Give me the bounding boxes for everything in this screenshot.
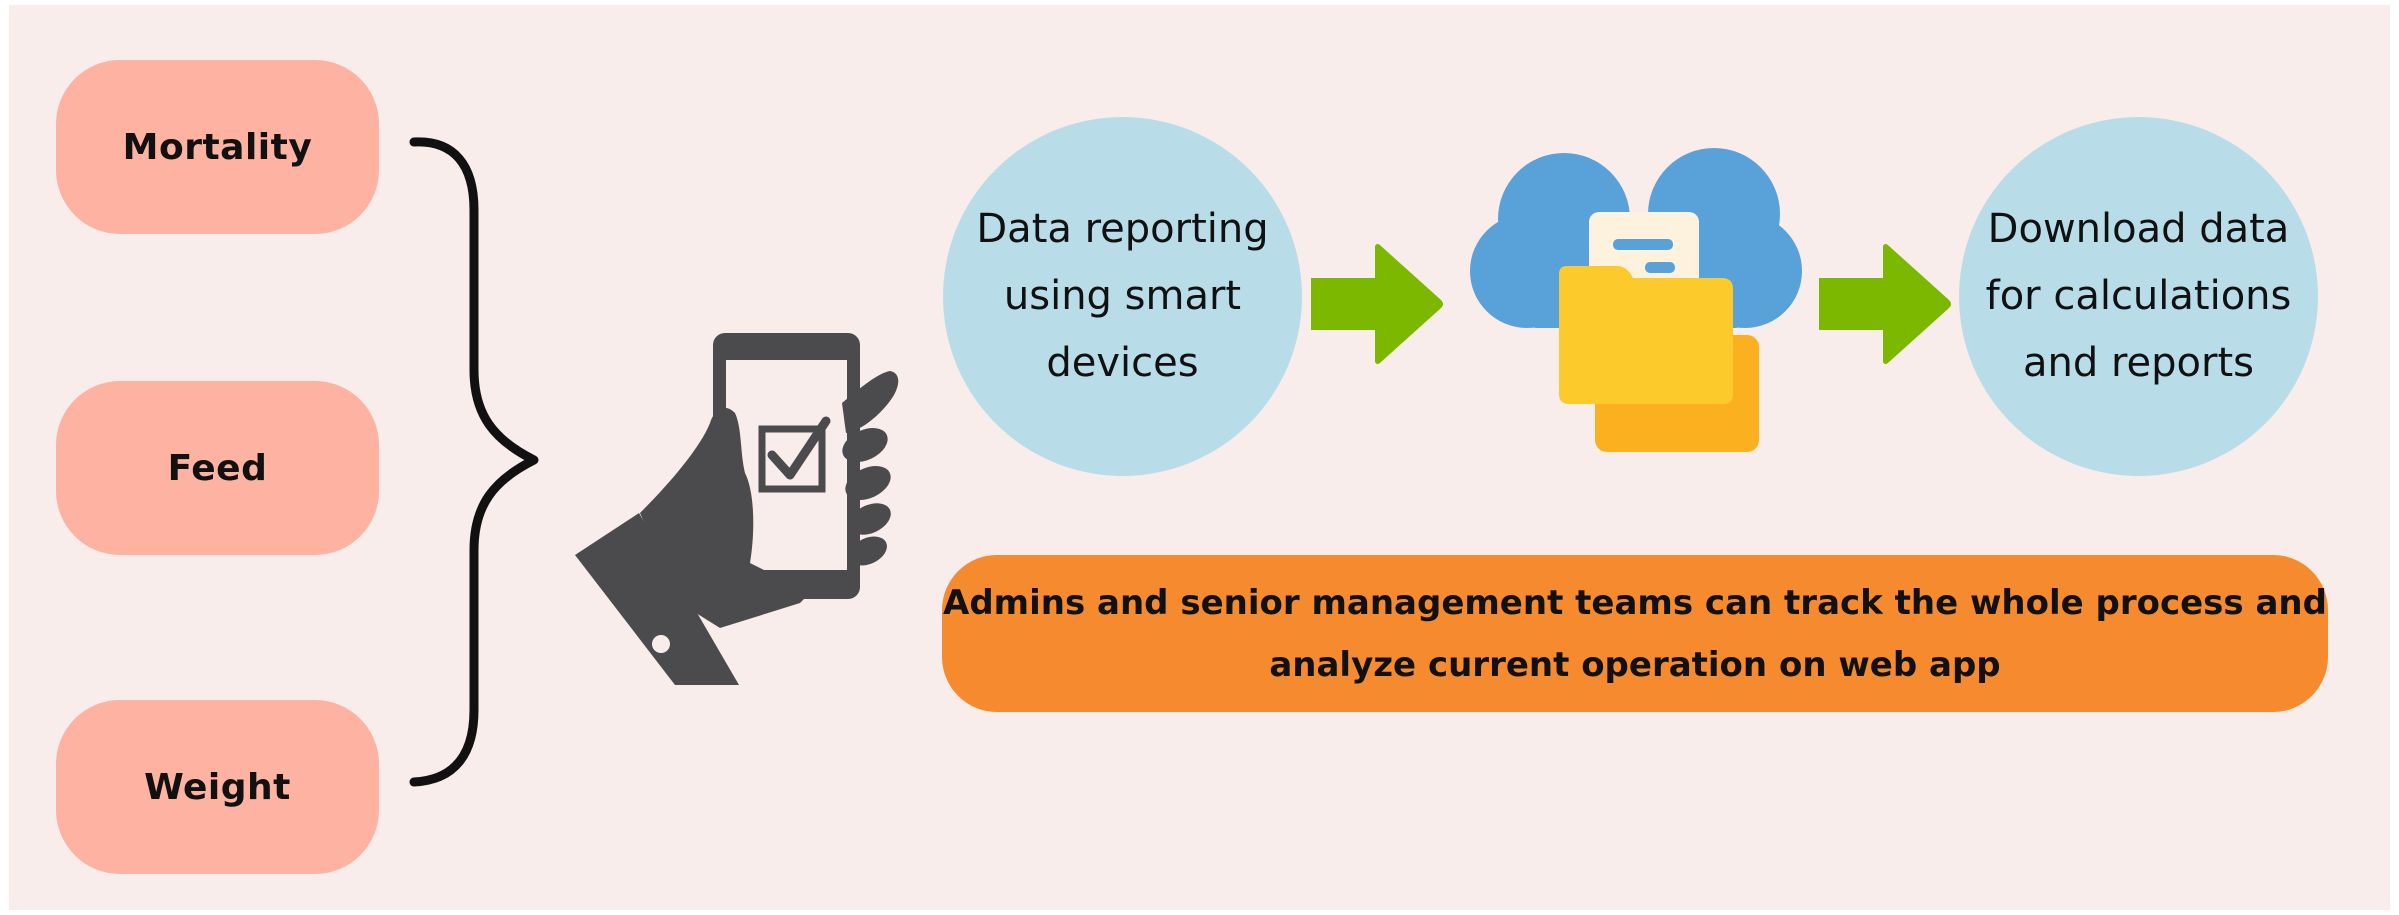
cloud-folder-document-icon	[1470, 148, 1802, 452]
input-pill-label: Mortality	[122, 126, 313, 168]
hand-holding-phone-checkbox-icon	[575, 333, 899, 685]
right-arrow-icon	[1311, 244, 1443, 364]
step-data-reporting: Data reporting using smart devices	[943, 117, 1302, 476]
step-text-line: using smart	[1003, 273, 1242, 319]
input-pill-label: Weight	[144, 766, 291, 808]
step-text-line: and reports	[2023, 340, 2254, 386]
step-text-line: Download data	[1987, 206, 2290, 252]
admin-tracking-banner: Admins and senior management teams can t…	[942, 555, 2328, 712]
step-text-line: for calculations	[1985, 273, 2292, 319]
input-pill-feed: Feed	[56, 381, 379, 555]
curly-brace-icon	[409, 137, 539, 787]
step-text-line: Data reporting	[976, 206, 1269, 252]
input-pill-mortality: Mortality	[56, 60, 379, 234]
step-download-data: Download data for calculations and repor…	[1959, 117, 2318, 476]
banner-text-line: analyze current operation on web app	[1269, 644, 2001, 685]
diagram-canvas: Mortality Feed Weight Data reporting u	[9, 5, 2390, 910]
input-pill-label: Feed	[167, 447, 268, 489]
right-arrow-icon	[1819, 244, 1951, 364]
input-pill-weight: Weight	[56, 700, 379, 874]
banner-text-line: Admins and senior management teams can t…	[943, 582, 2327, 623]
step-text-line: devices	[1046, 340, 1199, 386]
